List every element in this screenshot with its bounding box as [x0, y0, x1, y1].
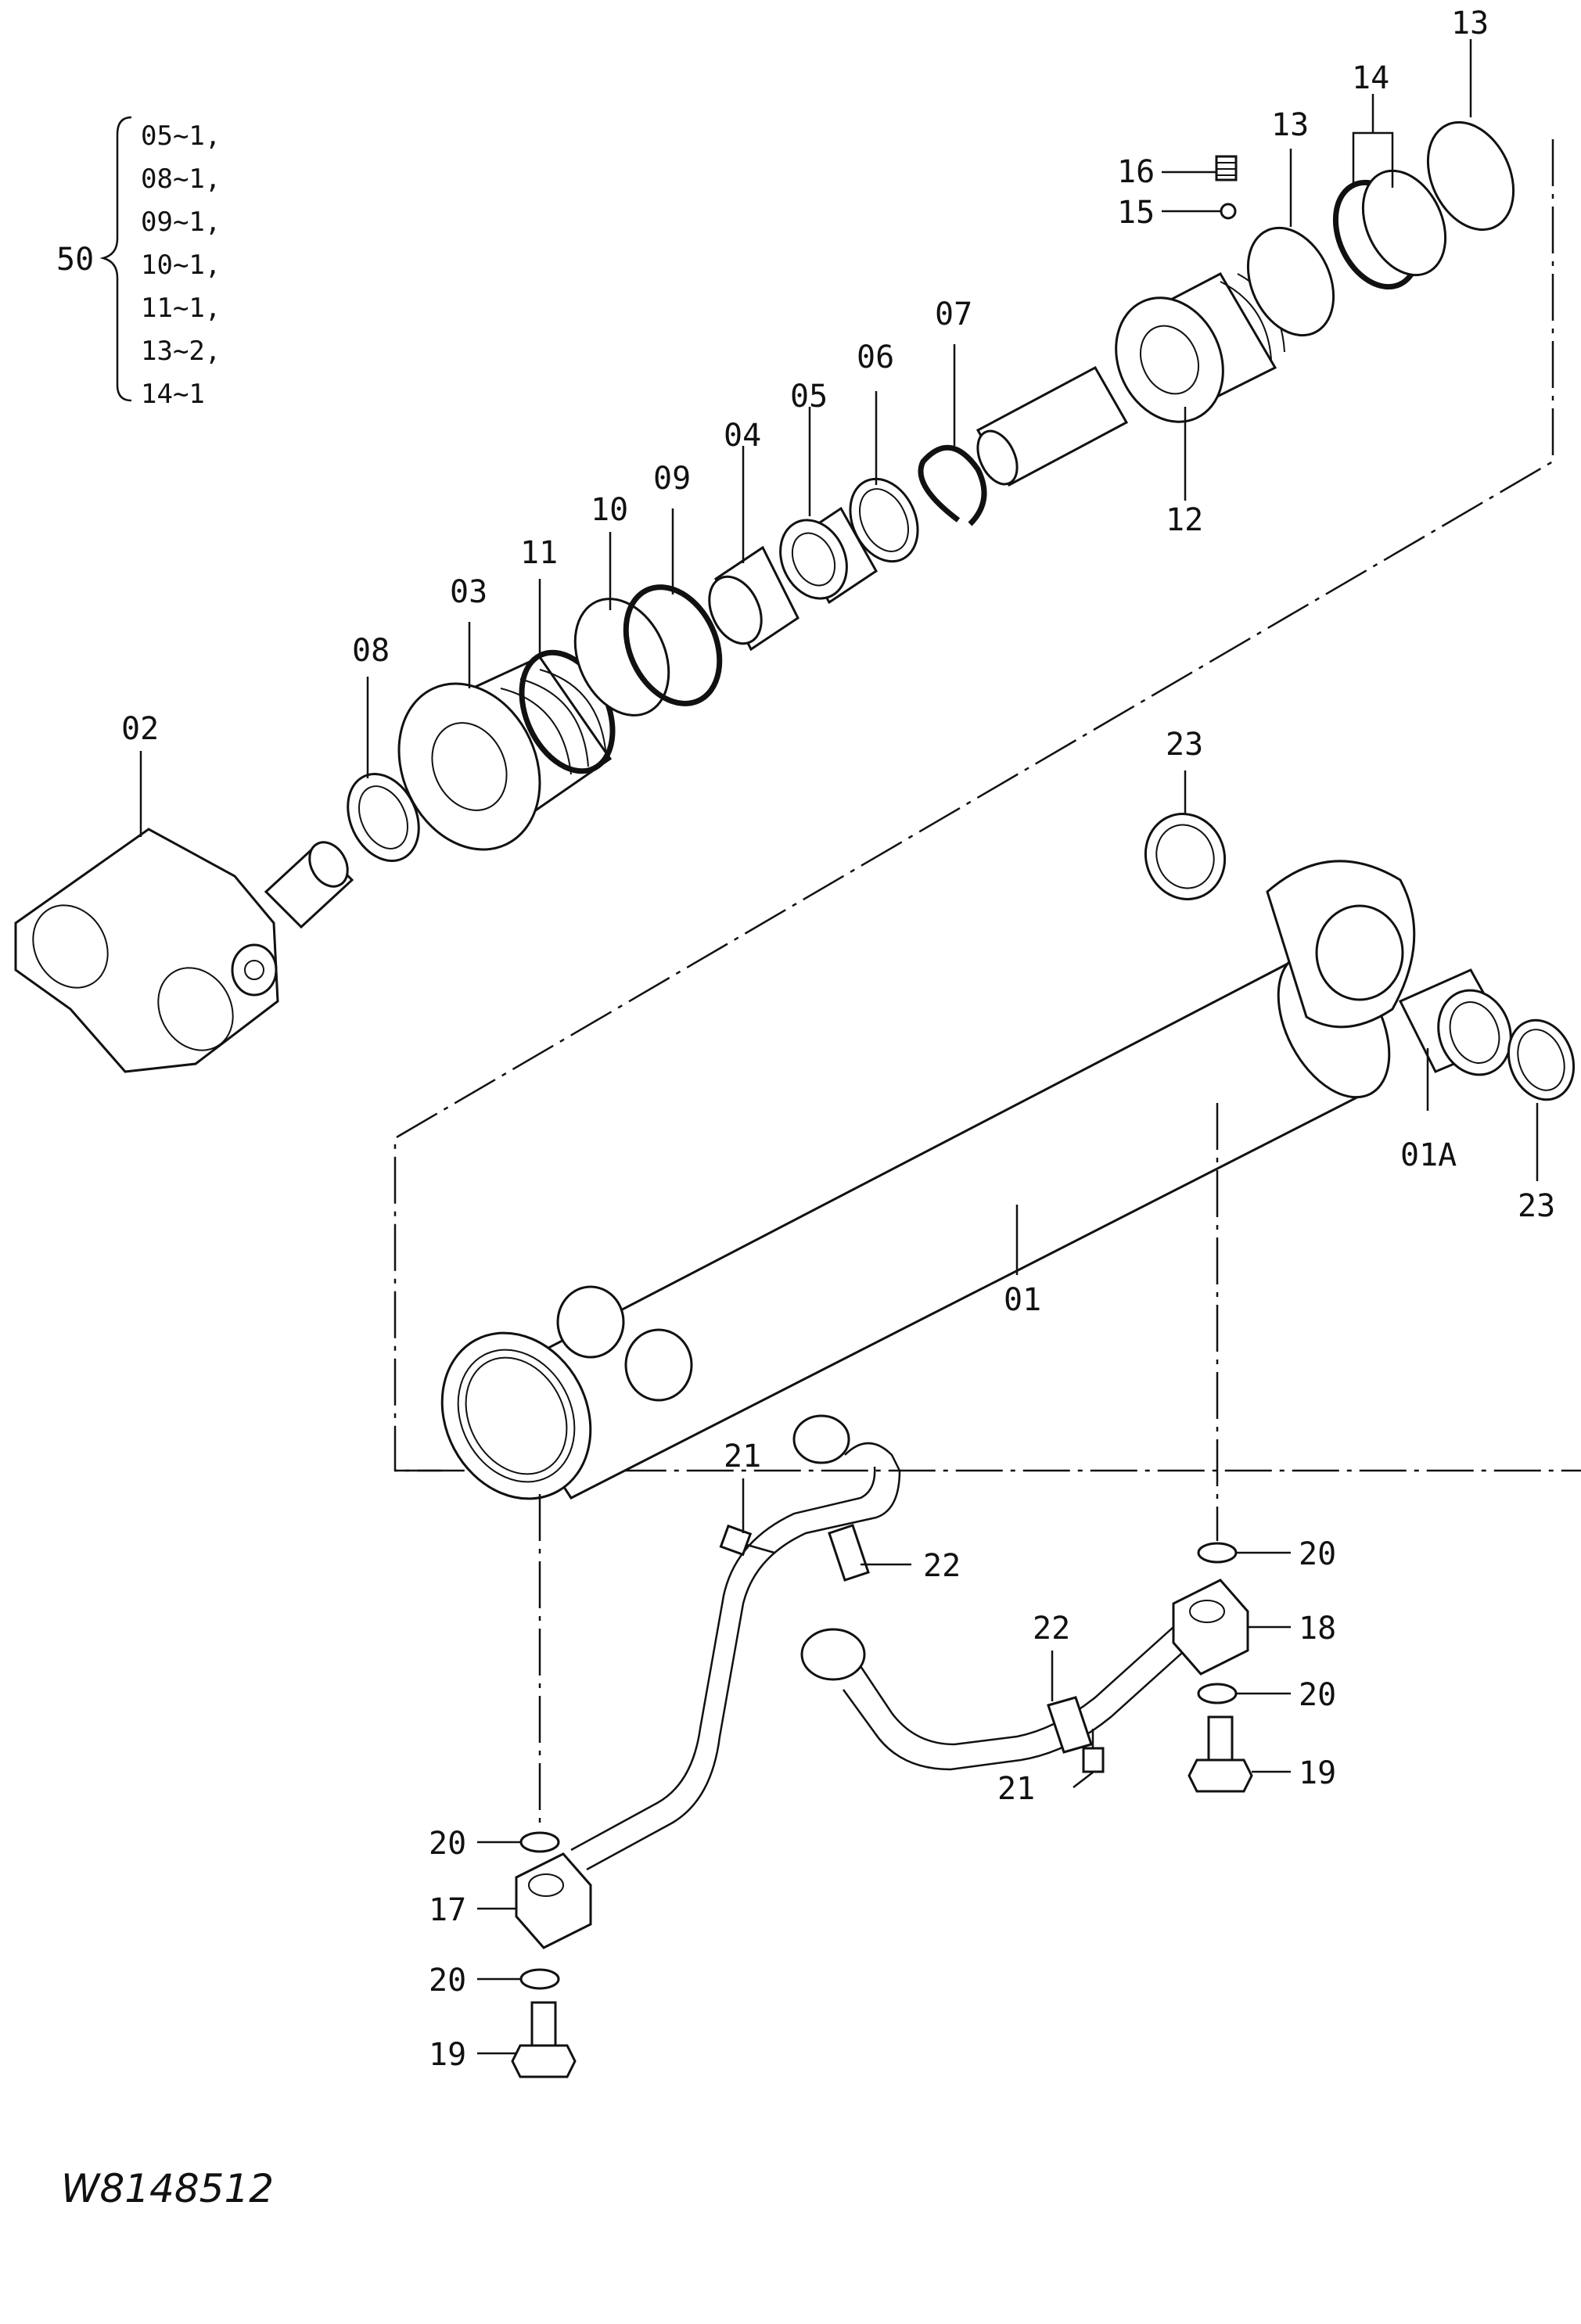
kit-bracket: [99, 116, 132, 402]
bushing: [1398, 968, 1512, 1076]
washer: [849, 477, 919, 563]
kit-items: 05~1, 08~1, 09~1, 10~1, 11~1, 13~2, 14~1: [141, 120, 221, 410]
cushion-ring: [779, 506, 878, 605]
joint-bolt-lower: [511, 2001, 577, 2078]
label-19-left: 19: [429, 2037, 466, 2073]
seal-09: [623, 584, 723, 706]
label-08: 08: [352, 633, 390, 669]
label-21-lower: 21: [997, 1771, 1035, 1807]
label-10: 10: [591, 492, 628, 528]
o-ring-20c: [1197, 1542, 1238, 1564]
label-20-lower-right: 20: [1299, 1677, 1336, 1713]
o-ring-20a: [519, 1831, 560, 1853]
label-18: 18: [1299, 1611, 1336, 1647]
cylinder-tube: [440, 860, 1416, 1500]
cylinder-head: [397, 656, 613, 851]
kit-item: 08~1,: [141, 163, 221, 195]
label-15: 15: [1117, 195, 1155, 231]
kit-item: 10~1,: [141, 250, 221, 281]
label-22-lower: 22: [1033, 1611, 1070, 1647]
kit-item: 11~1,: [141, 293, 221, 324]
label-09: 09: [653, 461, 691, 497]
label-14: 14: [1352, 60, 1389, 96]
label-05: 05: [790, 379, 828, 415]
label-07: 07: [935, 296, 972, 332]
label-19-right: 19: [1299, 1755, 1336, 1791]
piston-rod: [14, 828, 354, 1073]
kit-item: 09~1,: [141, 207, 221, 238]
label-20-upper-left: 20: [429, 1826, 466, 1862]
kit-number: 50: [56, 242, 94, 278]
clamp-lower: [1047, 1696, 1093, 1754]
label-20-lower-left: 20: [429, 1963, 466, 1999]
drawing-number: W8148512: [61, 2166, 274, 2211]
leader-lines: [139, 39, 1539, 2055]
o-ring-20b: [519, 1968, 560, 1990]
snap-ring: [918, 444, 987, 526]
label-12: 12: [1166, 502, 1203, 538]
label-11: 11: [520, 535, 558, 571]
dust-seal-upper: [1144, 813, 1227, 900]
label-04: 04: [724, 418, 761, 454]
backup-ring-10: [573, 598, 670, 717]
label-20-upper-right: 20: [1299, 1536, 1336, 1572]
pipe-18: [800, 1579, 1249, 1771]
clamp-upper: [828, 1524, 870, 1582]
kit-item: 14~1: [141, 379, 205, 410]
steel-ball: [1220, 203, 1237, 220]
wear-ring-13-inner: [1246, 226, 1335, 337]
kit-item: 05~1,: [141, 120, 221, 152]
label-13: 13: [1271, 107, 1309, 143]
label-17: 17: [429, 1892, 466, 1928]
joint-bolt-upper: [1188, 1715, 1253, 1793]
assembly-frame: [393, 139, 1581, 1472]
label-16: 16: [1117, 154, 1155, 190]
wear-ring-13-outer: [1426, 120, 1515, 232]
o-ring-20d: [1197, 1683, 1238, 1704]
label-02: 02: [121, 711, 159, 747]
label-23-top: 23: [1166, 727, 1203, 763]
kit-item: 13~2,: [141, 336, 221, 367]
label-21-upper: 21: [724, 1439, 761, 1475]
label-01a: 01A: [1400, 1137, 1457, 1173]
dust-seal-lower: [1507, 1018, 1576, 1101]
label-01: 01: [1004, 1282, 1041, 1318]
piston: [976, 272, 1285, 487]
part-labels: 13 14 13 16 15 12 07 06 05 04 09 10 11 0…: [121, 5, 1555, 2073]
set-screw: [1215, 155, 1238, 181]
spacer: [708, 545, 799, 652]
label-23-bottom: 23: [1518, 1188, 1555, 1224]
label-13-top: 13: [1451, 5, 1489, 41]
label-06: 06: [857, 339, 894, 375]
pipe-17: [515, 1414, 901, 1949]
label-03: 03: [450, 574, 487, 610]
label-22-upper: 22: [923, 1548, 961, 1584]
